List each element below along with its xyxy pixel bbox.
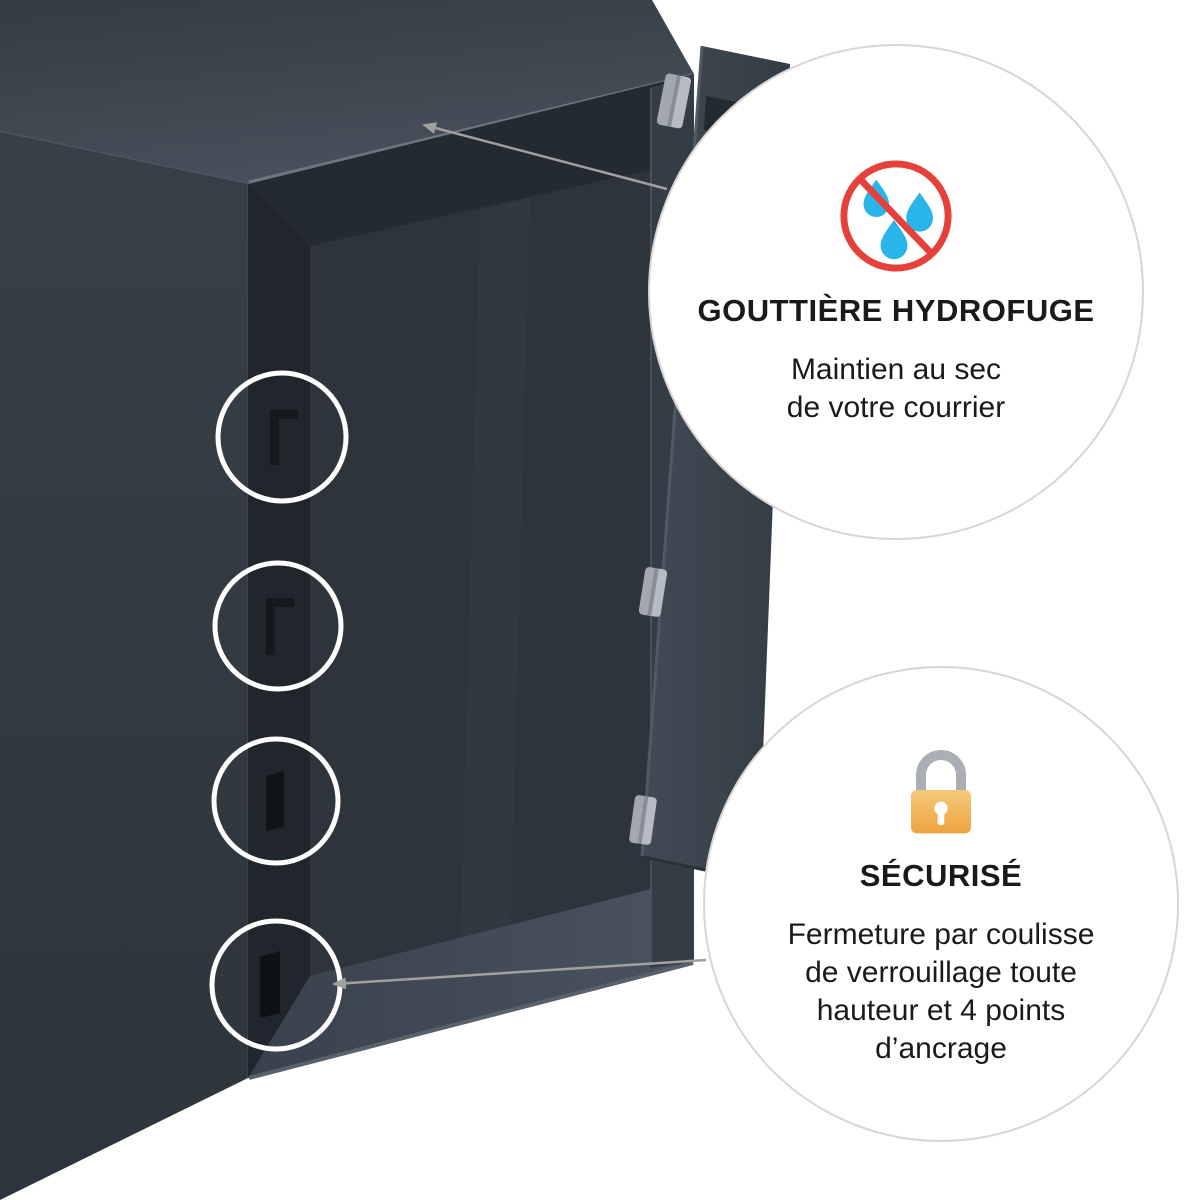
- callout-title: GOUTTIÈRE HYDROFUGE: [697, 293, 1095, 328]
- callout-text-line: Maintien au sec: [790, 353, 1002, 386]
- door-hinge-middle: [638, 567, 668, 617]
- anchor-slots: [260, 410, 298, 1018]
- anchor-slot: [266, 598, 294, 655]
- anchor-slot: [260, 951, 280, 1018]
- anchor-point-ring: [211, 736, 341, 866]
- door-hinge-bottom: [629, 795, 657, 845]
- callout-body: Maintien au sec de votre courrier: [787, 351, 1005, 427]
- callout-text-line: d’ancrage: [875, 1032, 1007, 1065]
- callout-title: SÉCURISÉ: [859, 858, 1023, 893]
- no-water-drops-icon: [840, 160, 952, 272]
- door-hinge-top: [656, 73, 692, 129]
- callout-text-line: Fermeture par coulisse: [787, 918, 1095, 951]
- anchor-point-ring: [212, 560, 344, 692]
- callout-body: Fermeture par coulisse de verrouillage t…: [788, 916, 1095, 1068]
- anchor-slot: [266, 771, 284, 831]
- anchor-slot: [270, 410, 298, 465]
- anchor-point-ring: [215, 370, 349, 504]
- padlock-icon: [911, 750, 971, 834]
- callout-waterproof: GOUTTIÈRE HYDROFUGE Maintien au sec de v…: [648, 44, 1144, 540]
- mailbox-side-face: [0, 132, 251, 1200]
- callout-text-line: de votre courrier: [786, 391, 1006, 424]
- callout-text-line: de verrouillage toute: [805, 956, 1077, 989]
- callout-secure: SÉCURISÉ Fermeture par coulisse de verro…: [703, 666, 1179, 1142]
- callout-text-line: hauteur et 4 points: [816, 994, 1066, 1027]
